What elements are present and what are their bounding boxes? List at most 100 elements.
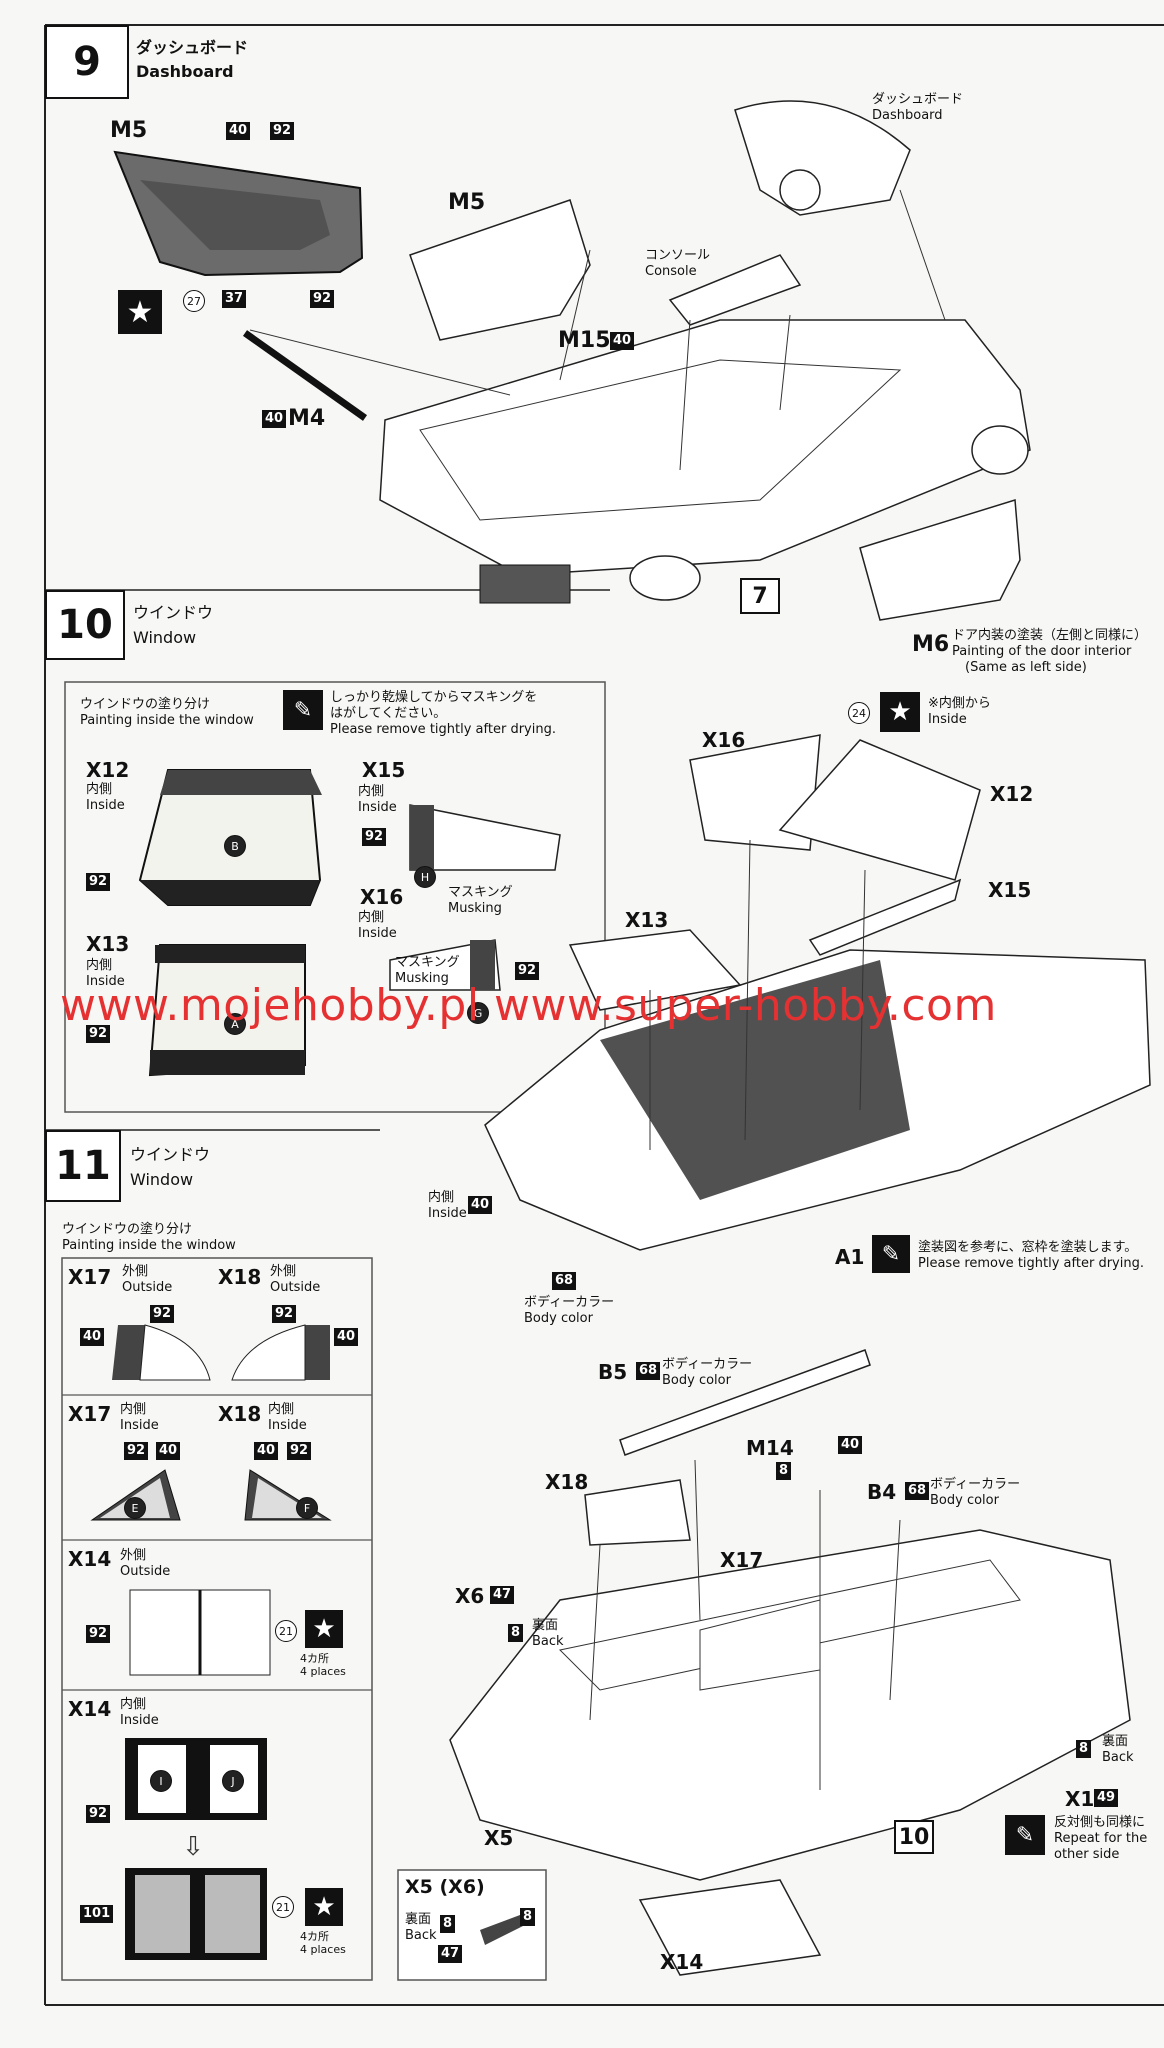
paint-code: 92 <box>310 290 335 308</box>
places-jp: 4カ所 <box>300 1652 329 1665</box>
label-m15: M15 <box>558 328 611 353</box>
label-x15-assembly: X15 <box>988 878 1032 902</box>
x13-side-jp: 内側 <box>86 958 113 973</box>
brush-icon: ✎ <box>283 690 323 730</box>
paint-code: 40 <box>156 1442 181 1460</box>
x17-outside-en: Outside <box>122 1280 173 1295</box>
marking-b: B <box>224 835 246 857</box>
x1-back-en: Back <box>1102 1750 1134 1765</box>
x12-side-jp: 内側 <box>86 782 113 797</box>
label-x18-outside: X18 <box>218 1265 262 1289</box>
x14-outside-jp: 外側 <box>120 1548 147 1563</box>
label-a1: A1 <box>835 1245 865 1269</box>
marking-e: E <box>124 1497 146 1519</box>
paint-code-circle: 27 <box>183 290 205 312</box>
m6-note-en: Painting of the door interior <box>952 644 1132 659</box>
step-11-number: 11 <box>45 1130 121 1202</box>
paint-code: 8 <box>508 1624 524 1642</box>
paint-code: 40 <box>80 1328 105 1346</box>
watermark: www.mojehobby.pl www.super-hobby.com <box>60 980 997 1031</box>
x15-side-en: Inside <box>358 800 397 815</box>
label-x17-inside: X17 <box>68 1402 112 1426</box>
label-m4: M4 <box>288 406 326 431</box>
b4-color-en: Body color <box>930 1493 999 1508</box>
x6-back-jp: 裏面 <box>532 1618 559 1633</box>
label-x17-assembly: X17 <box>720 1548 764 1572</box>
paint-code: 92 <box>272 1305 297 1323</box>
paint-code: 8 <box>520 1908 536 1926</box>
paint-code: 92 <box>515 962 540 980</box>
places-en: 4 places <box>300 1943 346 1956</box>
label-x6: X6 <box>455 1584 485 1608</box>
console-note-en: Console <box>645 264 697 279</box>
label-x13-assembly: X13 <box>625 908 669 932</box>
step-ref-7: 7 <box>740 578 780 614</box>
paint-code: 68 <box>552 1272 577 1290</box>
paint-code: 40 <box>610 332 635 350</box>
x18-inside-jp: 内側 <box>268 1402 295 1417</box>
panel10-title-en: Painting inside the window <box>80 713 254 728</box>
label-x1: X1 <box>1065 1787 1095 1811</box>
paint-code: 68 <box>636 1362 661 1380</box>
x18-inside-en: Inside <box>268 1418 307 1433</box>
label-x18-inside: X18 <box>218 1402 262 1426</box>
x16-side-en: Inside <box>358 926 397 941</box>
label-m5-left: M5 <box>110 118 148 143</box>
x17-outside-jp: 外側 <box>122 1264 149 1279</box>
x16-mask-en: Musking <box>448 901 502 916</box>
b4-color-jp: ボディーカラー <box>930 1477 1021 1492</box>
paint-code-circle: 24 <box>848 702 870 724</box>
x1-back-jp: 裏面 <box>1102 1734 1129 1749</box>
body-color-jp: ボディーカラー <box>524 1295 615 1310</box>
m6-note-en2: (Same as left side) <box>965 660 1087 675</box>
brush-icon: ✎ <box>872 1235 910 1273</box>
tip-en: Please remove tightly after drying. <box>330 722 556 737</box>
paint-code: 92 <box>86 1025 111 1043</box>
paint-code: 92 <box>86 1625 111 1643</box>
places-jp: 4カ所 <box>300 1930 329 1943</box>
x15-side-jp: 内側 <box>358 784 385 799</box>
label-x13: X13 <box>86 932 130 956</box>
x17-inside-en: Inside <box>120 1418 159 1433</box>
x13-side-en: Inside <box>86 974 125 989</box>
step-10-title-en: Window <box>133 628 197 647</box>
step-10-number: 10 <box>45 590 125 660</box>
x16-side-jp: 内側 <box>358 910 385 925</box>
x16-mask2-en: Musking <box>395 971 449 986</box>
paint-code: 68 <box>905 1482 930 1500</box>
inset-back-jp: 裏面 <box>405 1912 432 1927</box>
x16-mask2-jp: マスキング <box>395 955 460 970</box>
marking-j: J <box>222 1770 244 1792</box>
inside-en: Inside <box>428 1206 467 1221</box>
step-10-title-jp: ウインドウ <box>133 603 214 622</box>
paint-code: 37 <box>222 290 247 308</box>
repeat-jp: 反対側も同様に <box>1054 1815 1146 1830</box>
label-x14-assembly: X14 <box>660 1950 704 1974</box>
body-color-en: Body color <box>524 1311 593 1326</box>
label-m5-right: M5 <box>448 190 486 215</box>
paint-code: 92 <box>362 828 387 846</box>
dashboard-note-jp: ダッシュボード <box>872 92 964 107</box>
paint-code: 8 <box>1076 1740 1092 1758</box>
step-ref-10: 10 <box>894 1820 934 1854</box>
dashboard-note-en: Dashboard <box>872 108 943 123</box>
paint-code: 40 <box>226 122 251 140</box>
console-note-jp: コンソール <box>645 248 711 263</box>
x18-outside-en: Outside <box>270 1280 321 1295</box>
step-9-title-jp: ダッシュボード <box>136 38 249 57</box>
inside-note-en: Inside <box>928 712 967 727</box>
label-x14-inside: X14 <box>68 1697 112 1721</box>
paint-code: 92 <box>86 1805 111 1823</box>
marking-g: G <box>467 1002 489 1024</box>
label-x16: X16 <box>360 885 404 909</box>
b5-color-en: Body color <box>662 1373 731 1388</box>
label-x18-assembly: X18 <box>545 1470 589 1494</box>
inside-note-jp: ※内側から <box>928 696 991 711</box>
x16-mask-jp: マスキング <box>448 885 513 900</box>
tip-jp1: しっかり乾燥してからマスキングを <box>330 690 538 705</box>
tip-jp2: はがしてください。 <box>330 706 447 721</box>
repeat-en1: Repeat for the <box>1054 1831 1148 1846</box>
x12-side-en: Inside <box>86 798 125 813</box>
paint-code: 40 <box>262 410 287 428</box>
